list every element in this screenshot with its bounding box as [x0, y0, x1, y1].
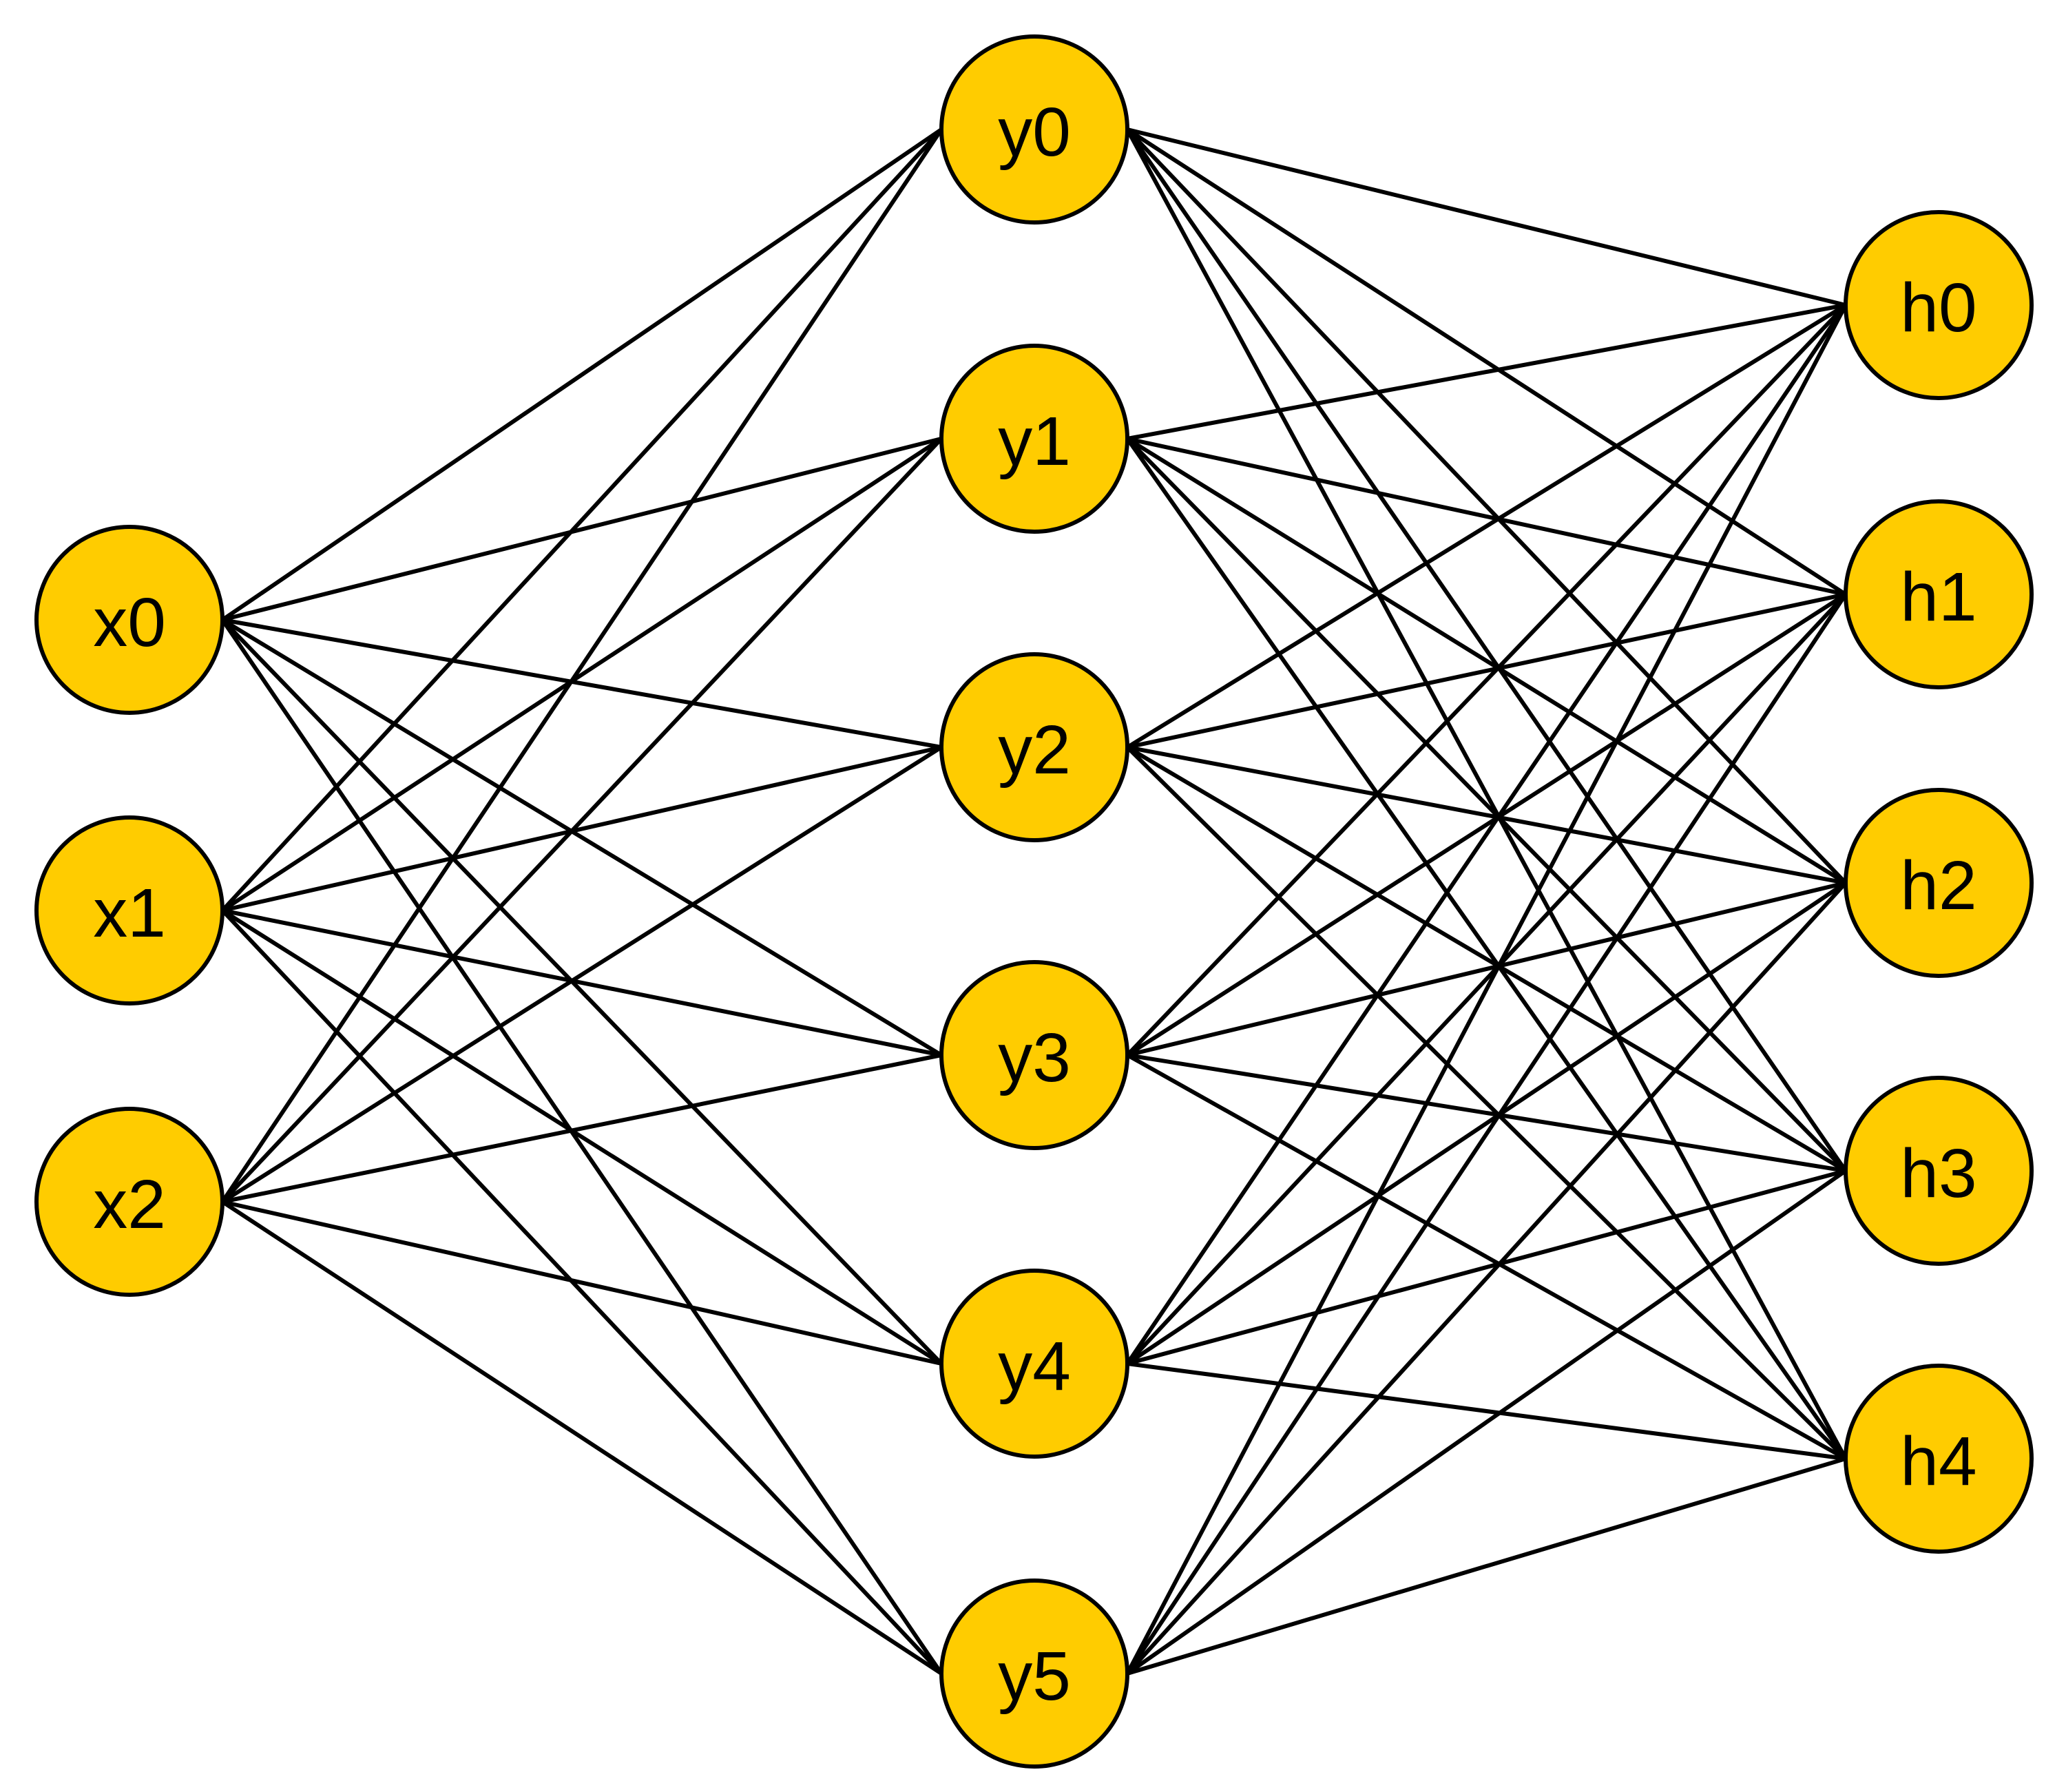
node-circle	[1844, 210, 2034, 400]
edge-y5-h3	[1126, 1169, 1847, 1676]
node-y0: y0	[939, 34, 1129, 225]
node-label: h1	[1900, 559, 1976, 636]
node-circle	[1844, 1076, 2034, 1266]
edge-x1-y4	[221, 908, 943, 1366]
node-y5: y5	[939, 1579, 1129, 1769]
edge-y3-h1	[1126, 592, 1847, 1057]
node-y4: y4	[939, 1269, 1129, 1459]
node-h4: h4	[1844, 1364, 2034, 1554]
edge-y1-h2	[1126, 437, 1847, 885]
node-h0: h0	[1844, 210, 2034, 400]
node-h2: h2	[1844, 788, 2034, 978]
node-y1: y1	[939, 344, 1129, 534]
edge-y0-h2	[1125, 127, 1848, 885]
edge-x0-y1	[222, 437, 942, 622]
edge-y4-h3	[1127, 1169, 1846, 1366]
edge-x0-y2	[222, 618, 942, 749]
node-label: x0	[93, 584, 166, 661]
edge-x2-y4	[222, 1200, 942, 1366]
edge-y4-h1	[1125, 592, 1848, 1366]
edge-x2-y3	[222, 1053, 942, 1204]
edge-y1-h1	[1127, 437, 1846, 596]
node-label: y5	[998, 1638, 1071, 1715]
edge-y2-h0	[1126, 303, 1847, 749]
edge-x0-y0	[221, 127, 943, 622]
edge-x2-y2	[221, 745, 943, 1204]
edge-x0-y4	[220, 618, 943, 1366]
node-circle	[1844, 788, 2034, 978]
edge-y0-h4	[1125, 128, 1848, 1460]
edge-y5-h4	[1127, 1457, 1846, 1676]
edge-y5-h2	[1125, 881, 1848, 1676]
edge-y5-h1	[1125, 593, 1848, 1675]
edge-y4-h2	[1126, 881, 1847, 1366]
edge-y2-h3	[1126, 745, 1847, 1173]
edge-y2-h1	[1127, 592, 1846, 749]
node-label: x2	[93, 1166, 166, 1243]
edge-x2-y5	[221, 1200, 943, 1676]
edge-x0-y5	[220, 618, 943, 1675]
edge-x1-y3	[222, 908, 942, 1057]
edge-y0-h3	[1125, 128, 1848, 1172]
edge-y2-h4	[1125, 745, 1848, 1461]
nodes-layer: x0 x1 x2 y0 y1 y2 y3 y4 y5 h0 h1 h2 h3 h4	[34, 34, 2034, 1769]
edge-y1-h0	[1127, 303, 1846, 441]
node-circle	[34, 815, 225, 1006]
node-y3: y3	[939, 960, 1129, 1150]
node-circle	[939, 344, 1129, 534]
node-circle	[939, 1269, 1129, 1459]
node-label: h3	[1900, 1135, 1976, 1212]
edge-y1-h3	[1125, 437, 1848, 1173]
edge-x0-y3	[221, 618, 943, 1057]
node-circle	[939, 1579, 1129, 1769]
node-label: y0	[998, 94, 1071, 171]
edge-x1-y2	[222, 745, 942, 913]
node-label: y3	[998, 1019, 1071, 1096]
edge-y5-h0	[1125, 304, 1848, 1675]
edge-y0-h0	[1127, 127, 1846, 307]
edge-x1-y5	[220, 908, 943, 1676]
node-circle	[34, 1107, 225, 1297]
edge-y3-h4	[1126, 1053, 1847, 1461]
node-label: h4	[1900, 1423, 1976, 1500]
edge-y1-h4	[1125, 437, 1848, 1460]
node-circle	[34, 525, 225, 715]
node-label: y4	[998, 1328, 1071, 1405]
node-circle	[1844, 499, 2034, 689]
edge-x1-y1	[221, 437, 943, 913]
node-h1: h1	[1844, 499, 2034, 689]
node-circle	[939, 34, 1129, 225]
edge-y4-h4	[1127, 1362, 1846, 1461]
node-label: y2	[998, 711, 1071, 789]
node-circle	[939, 652, 1129, 842]
node-y2: y2	[939, 652, 1129, 842]
node-circle	[1844, 1364, 2034, 1554]
edge-x2-y1	[220, 437, 943, 1204]
edge-y2-h2	[1127, 745, 1846, 885]
node-label: h0	[1900, 269, 1976, 346]
edge-x2-y0	[220, 128, 943, 1203]
node-x0: x0	[34, 525, 225, 715]
edge-y4-h0	[1125, 304, 1848, 1365]
node-label: h2	[1900, 847, 1976, 924]
node-h3: h3	[1844, 1076, 2034, 1266]
edge-y3-h2	[1127, 881, 1846, 1057]
node-label: x1	[93, 875, 166, 952]
edge-y0-h1	[1126, 127, 1847, 596]
edge-x1-y0	[220, 127, 943, 913]
node-circle	[939, 960, 1129, 1150]
edge-y3-h3	[1127, 1053, 1846, 1173]
node-x1: x1	[34, 815, 225, 1006]
edge-y3-h0	[1125, 303, 1848, 1057]
node-x2: x2	[34, 1107, 225, 1297]
edges-layer	[220, 127, 1848, 1676]
node-label: y1	[998, 403, 1071, 480]
